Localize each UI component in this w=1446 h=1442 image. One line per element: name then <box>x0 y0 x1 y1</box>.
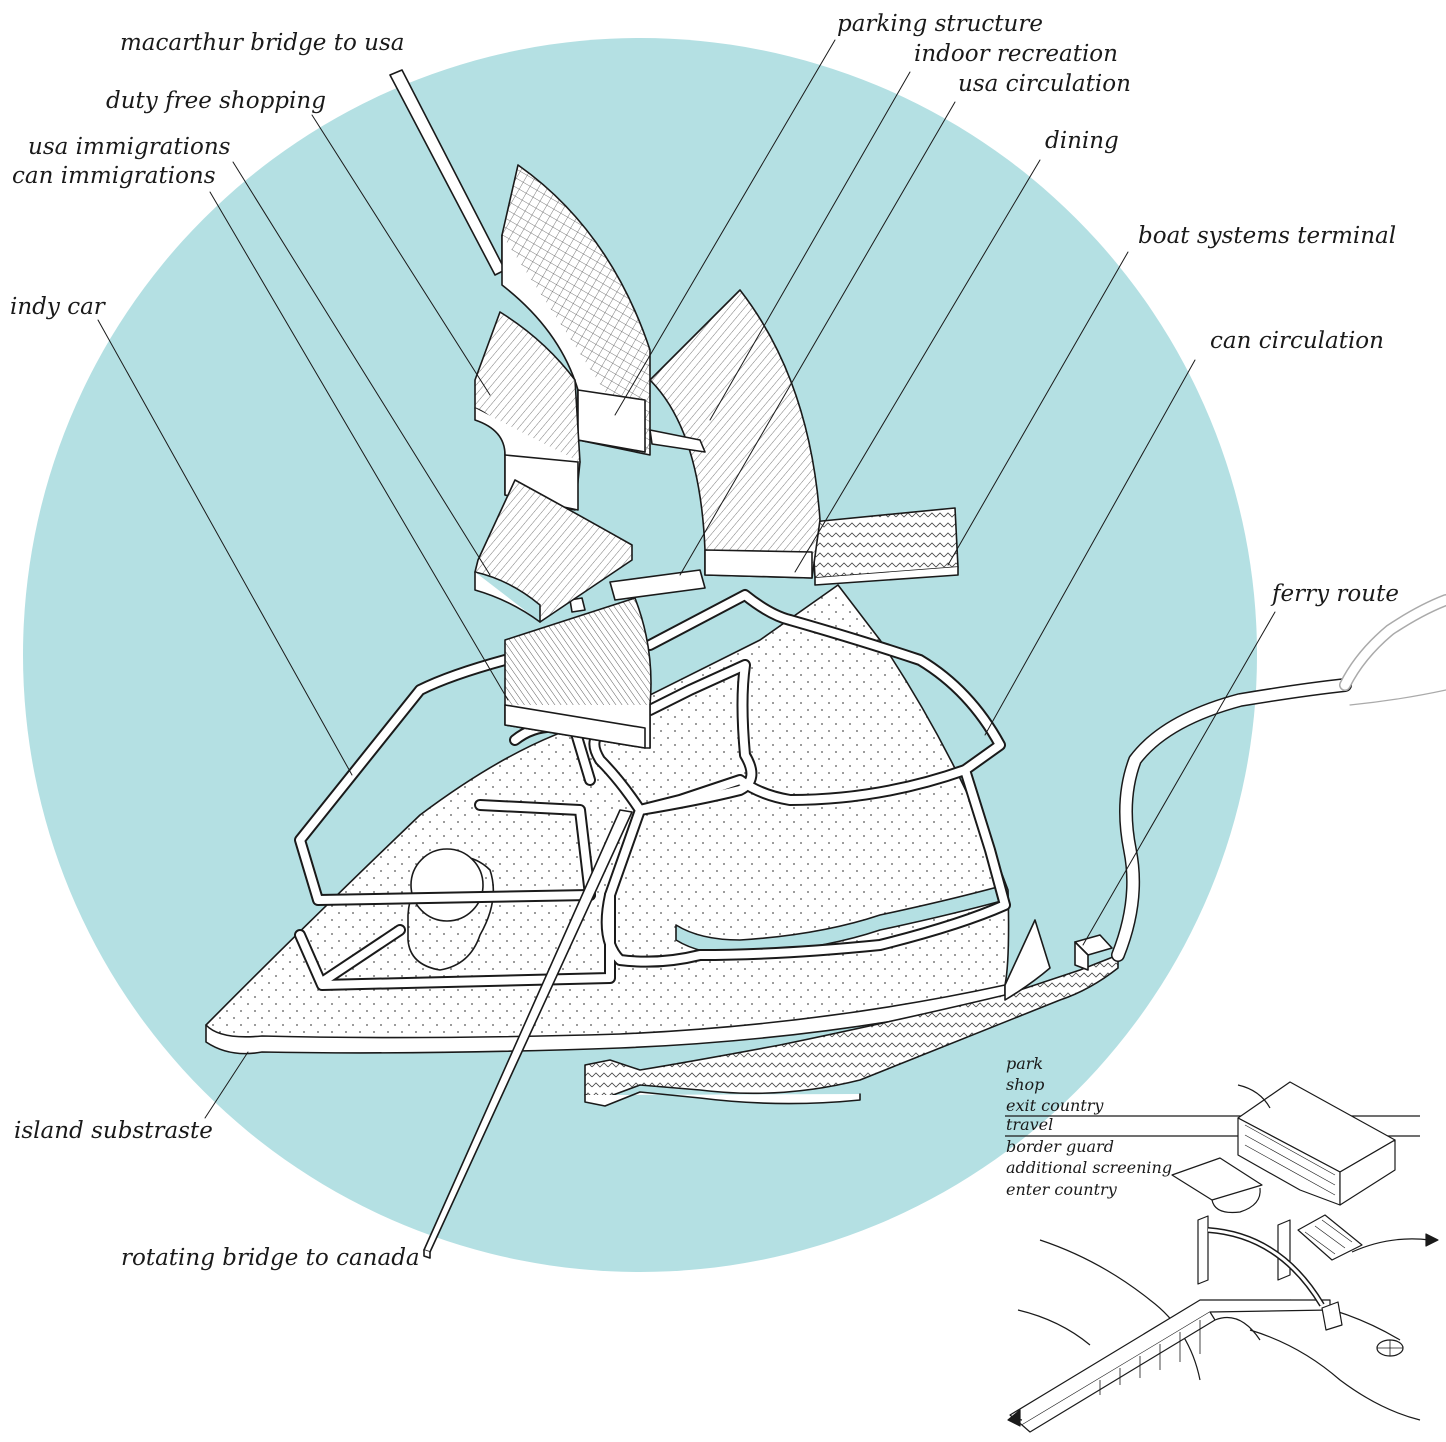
label-island-substrate: island substraste <box>14 1118 213 1144</box>
label-ferry-route: ferry route <box>1272 581 1399 607</box>
label-duty-free: duty free shopping <box>106 88 326 114</box>
label-rotating-bridge: rotating bridge to canada <box>121 1245 420 1271</box>
label-usa-immigrations: usa immigrations <box>28 134 231 160</box>
label-boat-terminal: boat systems terminal <box>1138 223 1397 249</box>
legend-item-exit-country: exit country <box>1006 1096 1104 1115</box>
label-parking-structure: parking structure <box>837 11 1043 37</box>
legend-item-park: park <box>1006 1054 1044 1073</box>
legend-item-border-guard: border guard <box>1006 1137 1114 1156</box>
label-can-circulation: can circulation <box>1210 328 1384 354</box>
inset-diagram <box>1005 1081 1439 1433</box>
legend-item-additional-screening: additional screening <box>1006 1158 1173 1177</box>
pier-strip <box>584 954 1119 1099</box>
label-macarthur-bridge: macarthur bridge to usa <box>120 30 405 56</box>
label-can-immigrations: can immigrations <box>12 163 216 189</box>
label-indy-car: indy car <box>10 294 105 320</box>
label-usa-circulation: usa circulation <box>958 71 1131 97</box>
legend-item-shop: shop <box>1006 1075 1045 1094</box>
island-substrate <box>205 584 1010 1039</box>
label-indoor-recreation: indoor recreation <box>914 41 1118 67</box>
legend-item-travel: travel <box>1006 1115 1054 1134</box>
usa-immigrations <box>474 479 633 623</box>
east-strip <box>1004 919 1051 1001</box>
legend-item-enter-country: enter country <box>1006 1180 1117 1199</box>
label-dining: dining <box>1045 128 1119 154</box>
round-plaza <box>410 848 484 922</box>
